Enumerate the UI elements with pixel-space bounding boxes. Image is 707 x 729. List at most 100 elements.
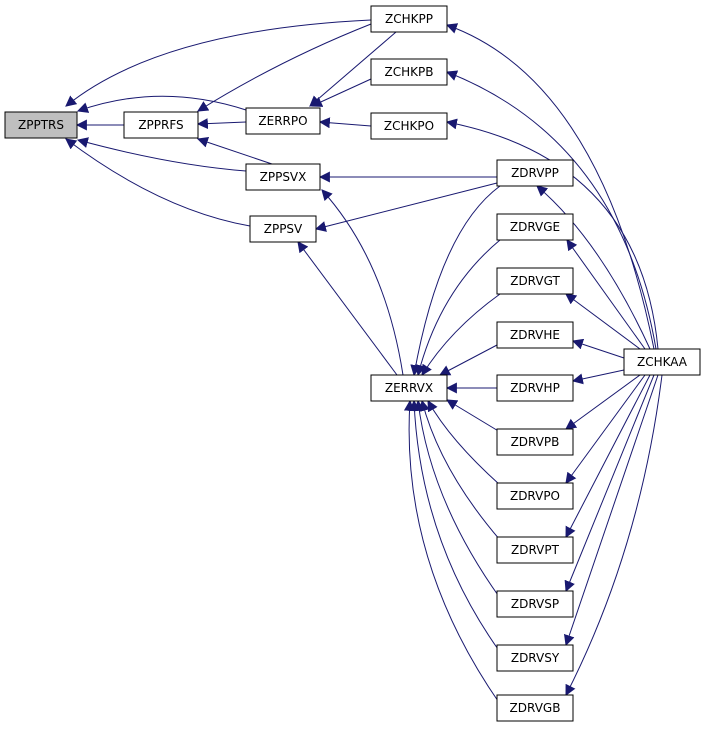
- edge-zchkaa-to-zdrvpt: [565, 374, 651, 538]
- node-label-zdrvpp: ZDRVPP: [511, 166, 559, 180]
- node-label-zpprfs: ZPPRFS: [138, 118, 183, 132]
- node-box-zerrpo[interactable]: [245, 107, 321, 135]
- edge-zdrvpp-to-zppsv: [314, 182, 498, 232]
- node-zpptrs[interactable]: ZPPTRS: [4, 111, 78, 139]
- node-label-zppsv: ZPPSV: [264, 222, 303, 236]
- edge-zdrvgt-to-zerrvx: [421, 293, 501, 376]
- edge-zdrvsp-to-zerrvx: [413, 399, 501, 599]
- node-zdrvpt[interactable]: ZDRVPT: [496, 536, 574, 564]
- node-label-zdrvpo: ZDRVPO: [510, 489, 560, 503]
- node-zerrpo[interactable]: ZERRPO: [245, 107, 321, 135]
- edge-zchkaa-to-zdrvhe: [571, 338, 625, 359]
- node-zchkpb[interactable]: ZCHKPB: [370, 58, 448, 86]
- edge-zchkaa-to-zdrvhp: [571, 369, 625, 385]
- edge-zdrvpo-to-zerrvx: [427, 400, 501, 486]
- edge-zchkaa-to-zdrvsp: [564, 374, 655, 593]
- node-box-zdrvpt[interactable]: [496, 536, 574, 564]
- node-box-zdrvsp[interactable]: [496, 590, 574, 618]
- node-zdrvsp[interactable]: ZDRVSP: [496, 590, 574, 618]
- edge-zchkpp-to-zpptrs: [65, 19, 372, 107]
- node-box-zdrvgt[interactable]: [496, 267, 574, 295]
- node-box-zdrvge[interactable]: [496, 213, 574, 241]
- node-box-zdrvgb[interactable]: [496, 694, 574, 722]
- edge-zchkaa-to-zchkpp: [445, 23, 655, 350]
- edges-layer: [65, 19, 663, 705]
- edge-zerrvx-to-zppsv: [297, 241, 398, 376]
- node-box-zppsvx[interactable]: [245, 163, 321, 191]
- node-zppsv[interactable]: ZPPSV: [249, 215, 317, 243]
- node-zdrvge[interactable]: ZDRVGE: [496, 213, 574, 241]
- edge-zchkpp-to-zpprfs: [197, 23, 372, 112]
- edge-zdrvgb-to-zerrvx: [403, 399, 501, 705]
- edge-zdrvsy-to-zerrvx: [408, 399, 501, 653]
- edge-zchkaa-to-zdrvgb: [565, 374, 663, 696]
- node-label-zdrvhp: ZDRVHP: [510, 381, 560, 395]
- node-zchkpo[interactable]: ZCHKPO: [370, 112, 448, 140]
- node-label-zchkaa: ZCHKAA: [637, 355, 688, 369]
- edge-zchkaa-to-zdrvpb: [565, 374, 641, 430]
- edge-zdrvhe-to-zerrvx: [439, 344, 498, 376]
- node-box-zdrvpp[interactable]: [496, 159, 574, 187]
- node-label-zdrvge: ZDRVGE: [510, 220, 560, 234]
- node-box-zerrvx[interactable]: [370, 374, 448, 402]
- node-zdrvgb[interactable]: ZDRVGB: [496, 694, 574, 722]
- edge-zppsvx-to-zpptrs: [76, 137, 247, 172]
- node-zpprfs[interactable]: ZPPRFS: [123, 111, 199, 139]
- node-box-zchkpo[interactable]: [370, 112, 448, 140]
- node-label-zchkpp: ZCHKPP: [385, 12, 433, 26]
- edge-zdrvpp-to-zerrvx: [410, 185, 501, 377]
- edge-zdrvpt-to-zerrvx: [419, 399, 501, 541]
- node-zdrvhp[interactable]: ZDRVHP: [496, 374, 574, 402]
- node-box-zppsv[interactable]: [249, 215, 317, 243]
- node-label-zdrvgt: ZDRVGT: [510, 274, 560, 288]
- node-label-zdrvsp: ZDRVSP: [511, 597, 559, 611]
- node-box-zpprfs[interactable]: [123, 111, 199, 139]
- node-zdrvhe[interactable]: ZDRVHE: [496, 321, 574, 349]
- node-box-zdrvpb[interactable]: [496, 428, 574, 456]
- edge-zchkaa-to-zdrvgt: [565, 293, 641, 350]
- node-box-zdrvhp[interactable]: [496, 374, 574, 402]
- node-zdrvsy[interactable]: ZDRVSY: [496, 644, 574, 672]
- edge-zchkaa-to-zchkpb: [445, 70, 657, 350]
- edge-zchkaa-to-zdrvpo: [565, 374, 646, 484]
- edge-zerrvx-to-zppsvx: [321, 189, 404, 376]
- nodes-layer: ZPPTRS ZPPRFS ZCHKPP ZCHKPB ZERRPO ZCHKPO ZPPS…: [4, 5, 701, 722]
- edge-zdrvpb-to-zerrvx: [446, 399, 501, 433]
- node-label-zppsvx: ZPPSVX: [260, 170, 307, 184]
- node-box-zdrvhe[interactable]: [496, 321, 574, 349]
- node-box-zdrvpo[interactable]: [496, 482, 574, 510]
- node-zdrvgt[interactable]: ZDRVGT: [496, 267, 574, 295]
- edge-zerrpo-to-zpptrs: [76, 95, 247, 113]
- node-zerrvx[interactable]: ZERRVX: [370, 374, 448, 402]
- node-label-zdrvhe: ZDRVHE: [510, 328, 560, 342]
- edge-zppsv-to-zpptrs: [65, 138, 251, 227]
- node-label-zerrpo: ZERRPO: [258, 114, 307, 128]
- edge-zdrvge-to-zerrvx: [415, 239, 501, 377]
- node-label-zdrvpb: ZDRVPB: [511, 435, 560, 449]
- node-label-zdrvgb: ZDRVGB: [510, 701, 561, 715]
- node-label-zchkpo: ZCHKPO: [384, 119, 434, 133]
- edge-zchkaa-to-zdrvpp: [536, 185, 651, 350]
- node-zppsvx[interactable]: ZPPSVX: [245, 163, 321, 191]
- node-zchkpp[interactable]: ZCHKPP: [370, 5, 448, 33]
- edge-zchkpo-to-zerrpo: [318, 117, 372, 129]
- node-box-zchkpb[interactable]: [370, 58, 448, 86]
- node-zdrvpo[interactable]: ZDRVPO: [496, 482, 574, 510]
- node-zdrvpp[interactable]: ZDRVPP: [496, 159, 574, 187]
- node-label-zerrvx: ZERRVX: [385, 381, 433, 395]
- node-box-zpptrs[interactable]: [4, 111, 78, 139]
- node-zdrvpb[interactable]: ZDRVPB: [496, 428, 574, 456]
- edge-zerrpo-to-zpprfs: [196, 118, 247, 130]
- node-label-zdrvpt: ZDRVPT: [511, 543, 560, 557]
- edge-zchkaa-to-zdrvge: [566, 239, 646, 350]
- node-label-zchkpb: ZCHKPB: [385, 65, 434, 79]
- node-box-zchkpp[interactable]: [370, 5, 448, 33]
- edge-zchkaa-to-zdrvsy: [563, 374, 659, 647]
- node-label-zdrvsy: ZDRVSY: [511, 651, 560, 665]
- node-box-zdrvsy[interactable]: [496, 644, 574, 672]
- edge-zchkpp-to-zerrpo: [309, 31, 397, 107]
- node-zchkaa[interactable]: ZCHKAA: [623, 348, 701, 376]
- edge-zchkaa-to-zchkpo: [445, 118, 659, 350]
- node-box-zchkaa[interactable]: [623, 348, 701, 376]
- edge-zchkpb-to-zerrpo: [310, 78, 372, 107]
